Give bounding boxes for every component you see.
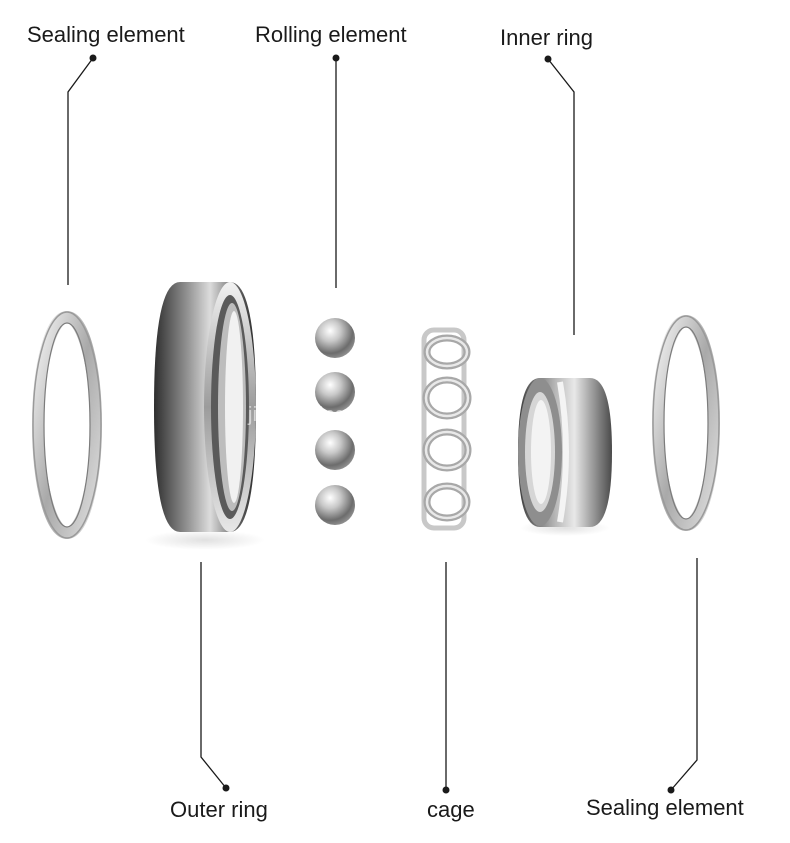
leader-inner-ring: [547, 58, 575, 335]
label-sealing-element-bottom: Sealing element: [586, 795, 744, 820]
dot-rolling: [332, 54, 340, 62]
inner-ring-image: [518, 378, 612, 527]
watermark-text: jinlibearing.en.com: [248, 404, 419, 426]
label-sealing-element-top: Sealing element: [27, 22, 185, 47]
ball: [315, 372, 355, 412]
leader-sealing-top-left: [67, 57, 94, 285]
dot-cage: [442, 786, 450, 794]
leader-lines: [67, 57, 698, 791]
dot-sealing-top-left: [89, 54, 97, 62]
ball: [315, 318, 355, 358]
ball: [315, 430, 355, 470]
dot-outer-ring: [222, 784, 230, 792]
rolling-elements-image: [315, 318, 355, 525]
label-inner-ring: Inner ring: [500, 25, 593, 50]
sealing-element-right-image: [652, 315, 720, 531]
sealing-element-left-image: [32, 311, 102, 539]
dot-inner-ring: [544, 55, 552, 63]
label-rolling-element: Rolling element: [255, 22, 407, 47]
label-cage: cage: [427, 797, 475, 822]
ball: [315, 485, 355, 525]
leader-outer-ring: [200, 562, 227, 789]
dot-sealing-bottom-right: [667, 786, 675, 794]
outer-ring-image: [154, 282, 256, 532]
leader-sealing-bottom-right: [670, 558, 698, 791]
leader-dots: [89, 54, 675, 794]
label-outer-ring: Outer ring: [170, 797, 268, 822]
